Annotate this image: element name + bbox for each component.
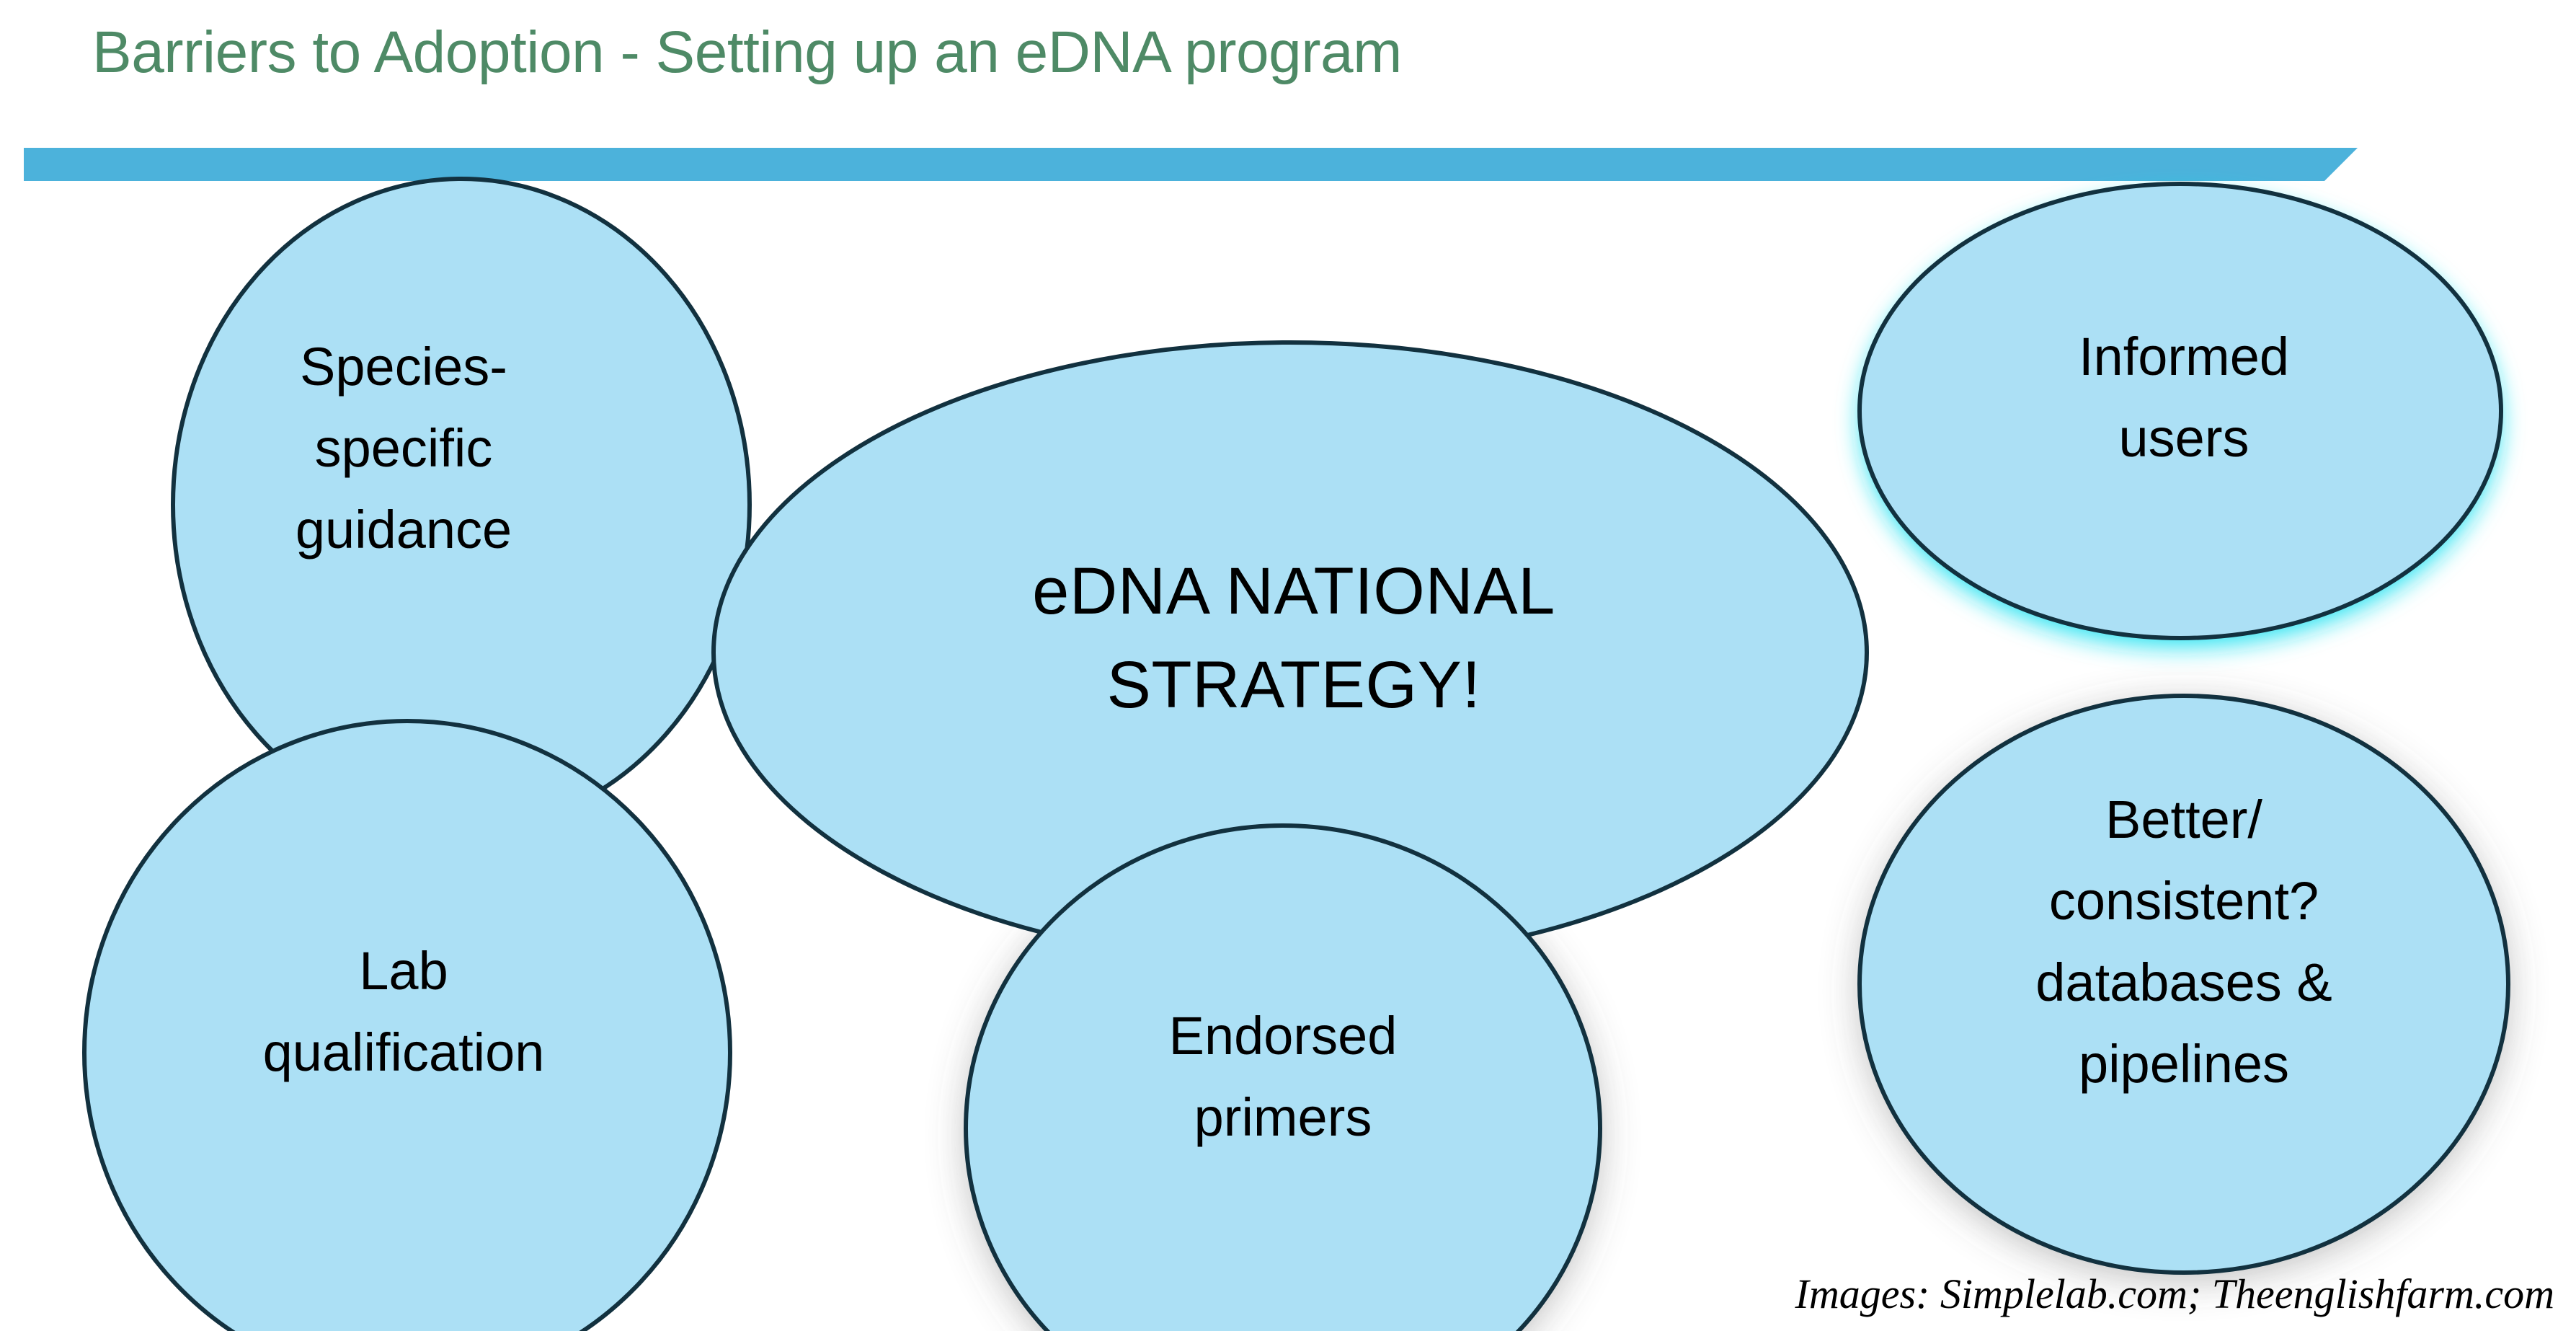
- page-title: Barriers to Adoption - Setting up an eDN…: [92, 19, 1402, 85]
- ellipse-endorsed-primers[interactable]: [964, 823, 1602, 1331]
- image-credit-caption: Images: Simplelab.com; Theenglishfarm.co…: [1795, 1270, 2555, 1317]
- ellipse-better-consistent-databases-pipelines[interactable]: [1857, 694, 2510, 1275]
- title-divider-banner: [24, 148, 2358, 181]
- ellipse-lab-qualification[interactable]: [82, 719, 732, 1331]
- ellipse-informed-users[interactable]: [1857, 182, 2503, 640]
